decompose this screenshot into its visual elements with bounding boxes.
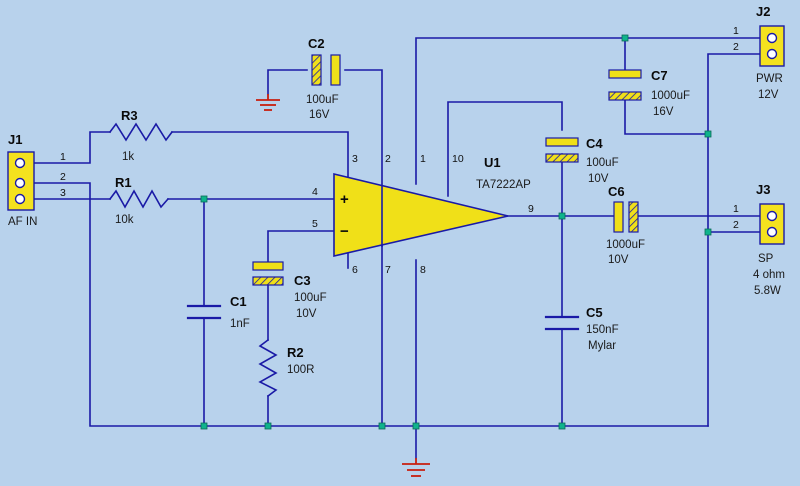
ic-part: TA7222AP <box>476 179 531 191</box>
junction <box>558 422 566 430</box>
j3-value-watts: 5.8W <box>754 285 781 297</box>
ic-pin-7: 7 <box>385 264 391 276</box>
ic-pin-1: 1 <box>420 153 426 165</box>
c6-value: 1000uF <box>606 239 645 251</box>
connector-j2 <box>759 25 785 67</box>
capacitor-c2 <box>311 54 341 86</box>
ic-plus-sign: + <box>340 191 349 208</box>
c5-value: 150nF <box>586 324 619 336</box>
junction <box>378 422 386 430</box>
c6-ref: C6 <box>608 184 625 199</box>
r1-ref: R1 <box>115 175 132 190</box>
junction <box>200 195 208 203</box>
j2-label: PWR <box>756 73 783 85</box>
ic-pin-3: 3 <box>352 153 358 165</box>
capacitor-c5 <box>544 315 580 331</box>
ic-pin-2: 2 <box>385 153 391 165</box>
c3-ref: C3 <box>294 273 311 288</box>
wire-j1-pin2-ground <box>33 182 709 427</box>
ic-pin-5: 5 <box>312 218 318 230</box>
ic-u1-body <box>333 172 509 258</box>
r2-value: 100R <box>287 364 315 376</box>
ic-pin-10: 10 <box>452 153 464 165</box>
capacitor-c3 <box>252 261 284 286</box>
c5-note: Mylar <box>588 340 616 352</box>
j3-pin-1: 1 <box>733 203 739 215</box>
wire-r3-pin3 <box>171 131 349 181</box>
j1-pin-2: 2 <box>60 171 66 183</box>
ic-pin-6: 6 <box>352 264 358 276</box>
junction <box>621 34 629 42</box>
c2-voltage: 16V <box>309 109 330 121</box>
c2-ref: C2 <box>308 36 325 51</box>
capacitor-c4 <box>545 137 579 163</box>
j3-value-ohms: 4 ohm <box>753 269 785 281</box>
ic-pin-8: 8 <box>420 264 426 276</box>
ic-pin-9: 9 <box>528 203 534 215</box>
wire-c2-pin2 <box>344 69 383 427</box>
r3-value: 1k <box>122 151 134 163</box>
wire-c2-ground <box>267 69 308 95</box>
junction <box>412 422 420 430</box>
junction <box>558 212 566 220</box>
resistor-r2 <box>258 338 278 398</box>
c4-voltage: 10V <box>588 173 609 185</box>
capacitor-c7 <box>608 69 642 101</box>
junction <box>704 228 712 236</box>
junction <box>704 130 712 138</box>
j3-ref: J3 <box>756 182 770 197</box>
wire-j2-pin2-rail <box>707 53 761 427</box>
wire-pin1-vcc <box>415 37 761 185</box>
capacitor-c6 <box>613 201 639 233</box>
j1-label: AF IN <box>8 216 37 228</box>
wire-j1-pin1 <box>33 131 111 164</box>
wire-c7-bottom <box>624 99 709 135</box>
capacitor-c1 <box>186 304 222 320</box>
c4-ref: C4 <box>586 136 603 151</box>
r3-ref: R3 <box>121 108 138 123</box>
junction <box>264 422 272 430</box>
c1-value: 1nF <box>230 318 250 330</box>
c3-value: 100uF <box>294 292 327 304</box>
c7-voltage: 16V <box>653 106 674 118</box>
c3-voltage: 10V <box>296 308 317 320</box>
j3-pin-2: 2 <box>733 219 739 231</box>
ground-symbol-main <box>402 458 430 477</box>
c2-value: 100uF <box>306 94 339 106</box>
c6-voltage: 10V <box>608 254 629 266</box>
resistor-r1 <box>108 189 170 209</box>
resistor-r3 <box>108 122 174 142</box>
j2-pin-2: 2 <box>733 41 739 53</box>
c4-value: 100uF <box>586 157 619 169</box>
connector-j3 <box>759 203 785 245</box>
j2-ref: J2 <box>756 4 770 19</box>
c7-ref: C7 <box>651 68 668 83</box>
c7-value: 1000uF <box>651 90 690 102</box>
connector-j1 <box>7 151 35 211</box>
j2-value: 12V <box>758 89 779 101</box>
ground-symbol-c2 <box>256 94 280 111</box>
ic-minus-sign: − <box>340 223 349 240</box>
j3-label: SP <box>758 253 774 265</box>
j1-pin-3: 3 <box>60 187 66 199</box>
wire-pin5-c3 <box>267 230 335 263</box>
j2-pin-1: 1 <box>733 25 739 37</box>
ic-pin-4: 4 <box>312 186 318 198</box>
r1-value: 10k <box>115 214 134 226</box>
j1-pin-1: 1 <box>60 151 66 163</box>
junctions <box>200 34 712 430</box>
ic-ref: U1 <box>484 155 501 170</box>
j1-ref: J1 <box>8 132 22 147</box>
r2-ref: R2 <box>287 345 304 360</box>
c1-ref: C1 <box>230 294 247 309</box>
c5-ref: C5 <box>586 305 603 320</box>
junction <box>200 422 208 430</box>
wire-pin10-c4 <box>447 101 563 197</box>
